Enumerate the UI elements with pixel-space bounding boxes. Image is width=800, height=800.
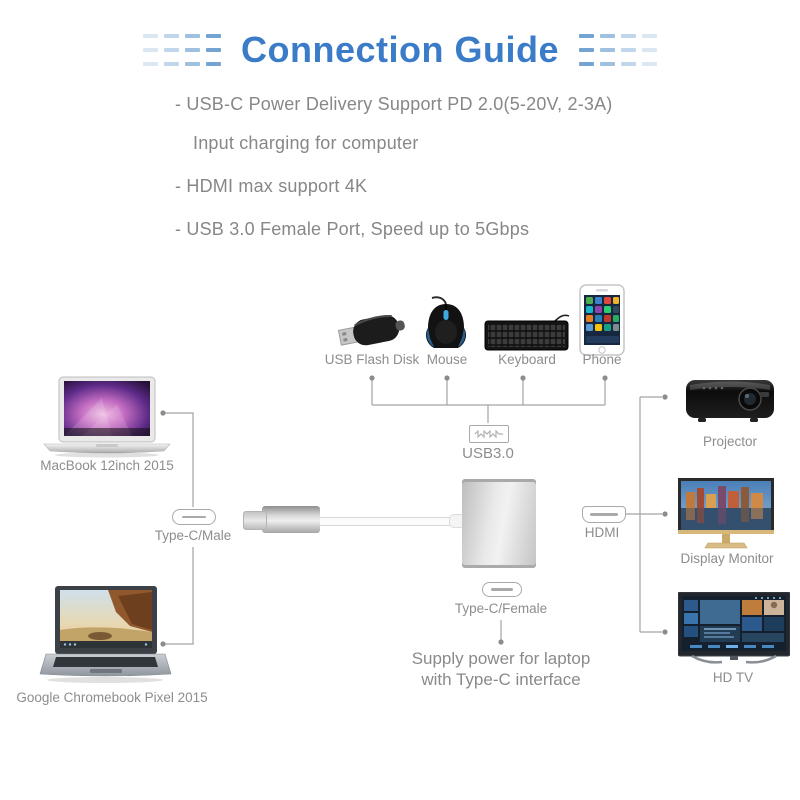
usb-c-plug-icon bbox=[262, 506, 320, 533]
display-monitor-icon bbox=[678, 478, 774, 550]
usb3-port-icon bbox=[469, 425, 509, 443]
usb-flash-disk-icon bbox=[336, 300, 408, 354]
header: Connection Guide bbox=[0, 26, 800, 74]
mouse-icon bbox=[420, 294, 472, 354]
power-supply-note: Supply power for laptop with Type-C inte… bbox=[381, 648, 621, 690]
page-title: Connection Guide bbox=[241, 29, 559, 70]
feature-line-4: - USB 3.0 Female Port, Speed up to 5Gbps bbox=[175, 219, 530, 239]
peripheral-label-usb-flash-disk: USB Flash Disk bbox=[324, 352, 420, 367]
hdmi-port-label: HDMI bbox=[584, 525, 620, 540]
laptop-label-macbook: MacBook 12inch 2015 bbox=[40, 458, 174, 473]
type-c-male-label: Type-C/Male bbox=[154, 528, 232, 543]
keyboard-icon bbox=[484, 310, 570, 354]
feature-line-2: Input charging for computer bbox=[193, 133, 419, 153]
usb-c-plug-tip bbox=[243, 511, 267, 530]
power-note-line-2: with Type-C interface bbox=[421, 670, 581, 689]
adapter-cable bbox=[308, 517, 470, 526]
usb-c-hub-adapter bbox=[462, 479, 536, 568]
macbook-icon bbox=[42, 376, 172, 462]
chromebook-icon bbox=[38, 586, 173, 688]
phone-icon bbox=[578, 284, 626, 356]
hd-tv-icon bbox=[678, 592, 790, 668]
peripheral-label-keyboard: Keyboard bbox=[498, 352, 556, 367]
title-dashes-left bbox=[143, 34, 221, 66]
hdmi-port-icon bbox=[582, 506, 626, 523]
type-c-female-port-icon bbox=[482, 582, 522, 597]
feature-line-1: - USB-C Power Delivery Support PD 2.0(5-… bbox=[175, 94, 613, 114]
display-label-projector: Projector bbox=[702, 434, 758, 449]
display-label-monitor: Display Monitor bbox=[680, 551, 774, 566]
laptop-label-chromebook: Google Chromebook Pixel 2015 bbox=[16, 690, 208, 705]
power-note-line-1: Supply power for laptop bbox=[411, 649, 591, 668]
peripheral-label-mouse: Mouse bbox=[426, 352, 468, 367]
peripheral-label-phone: Phone bbox=[582, 352, 622, 367]
usb3-port-label: USB3.0 bbox=[462, 445, 514, 462]
display-label-hd-tv: HD TV bbox=[712, 670, 754, 685]
feature-line-3: - HDMI max support 4K bbox=[175, 176, 368, 196]
type-c-female-label: Type-C/Female bbox=[454, 601, 548, 616]
type-c-male-port-icon bbox=[172, 509, 216, 525]
title-dashes-right bbox=[579, 34, 657, 66]
projector-icon bbox=[684, 372, 776, 428]
